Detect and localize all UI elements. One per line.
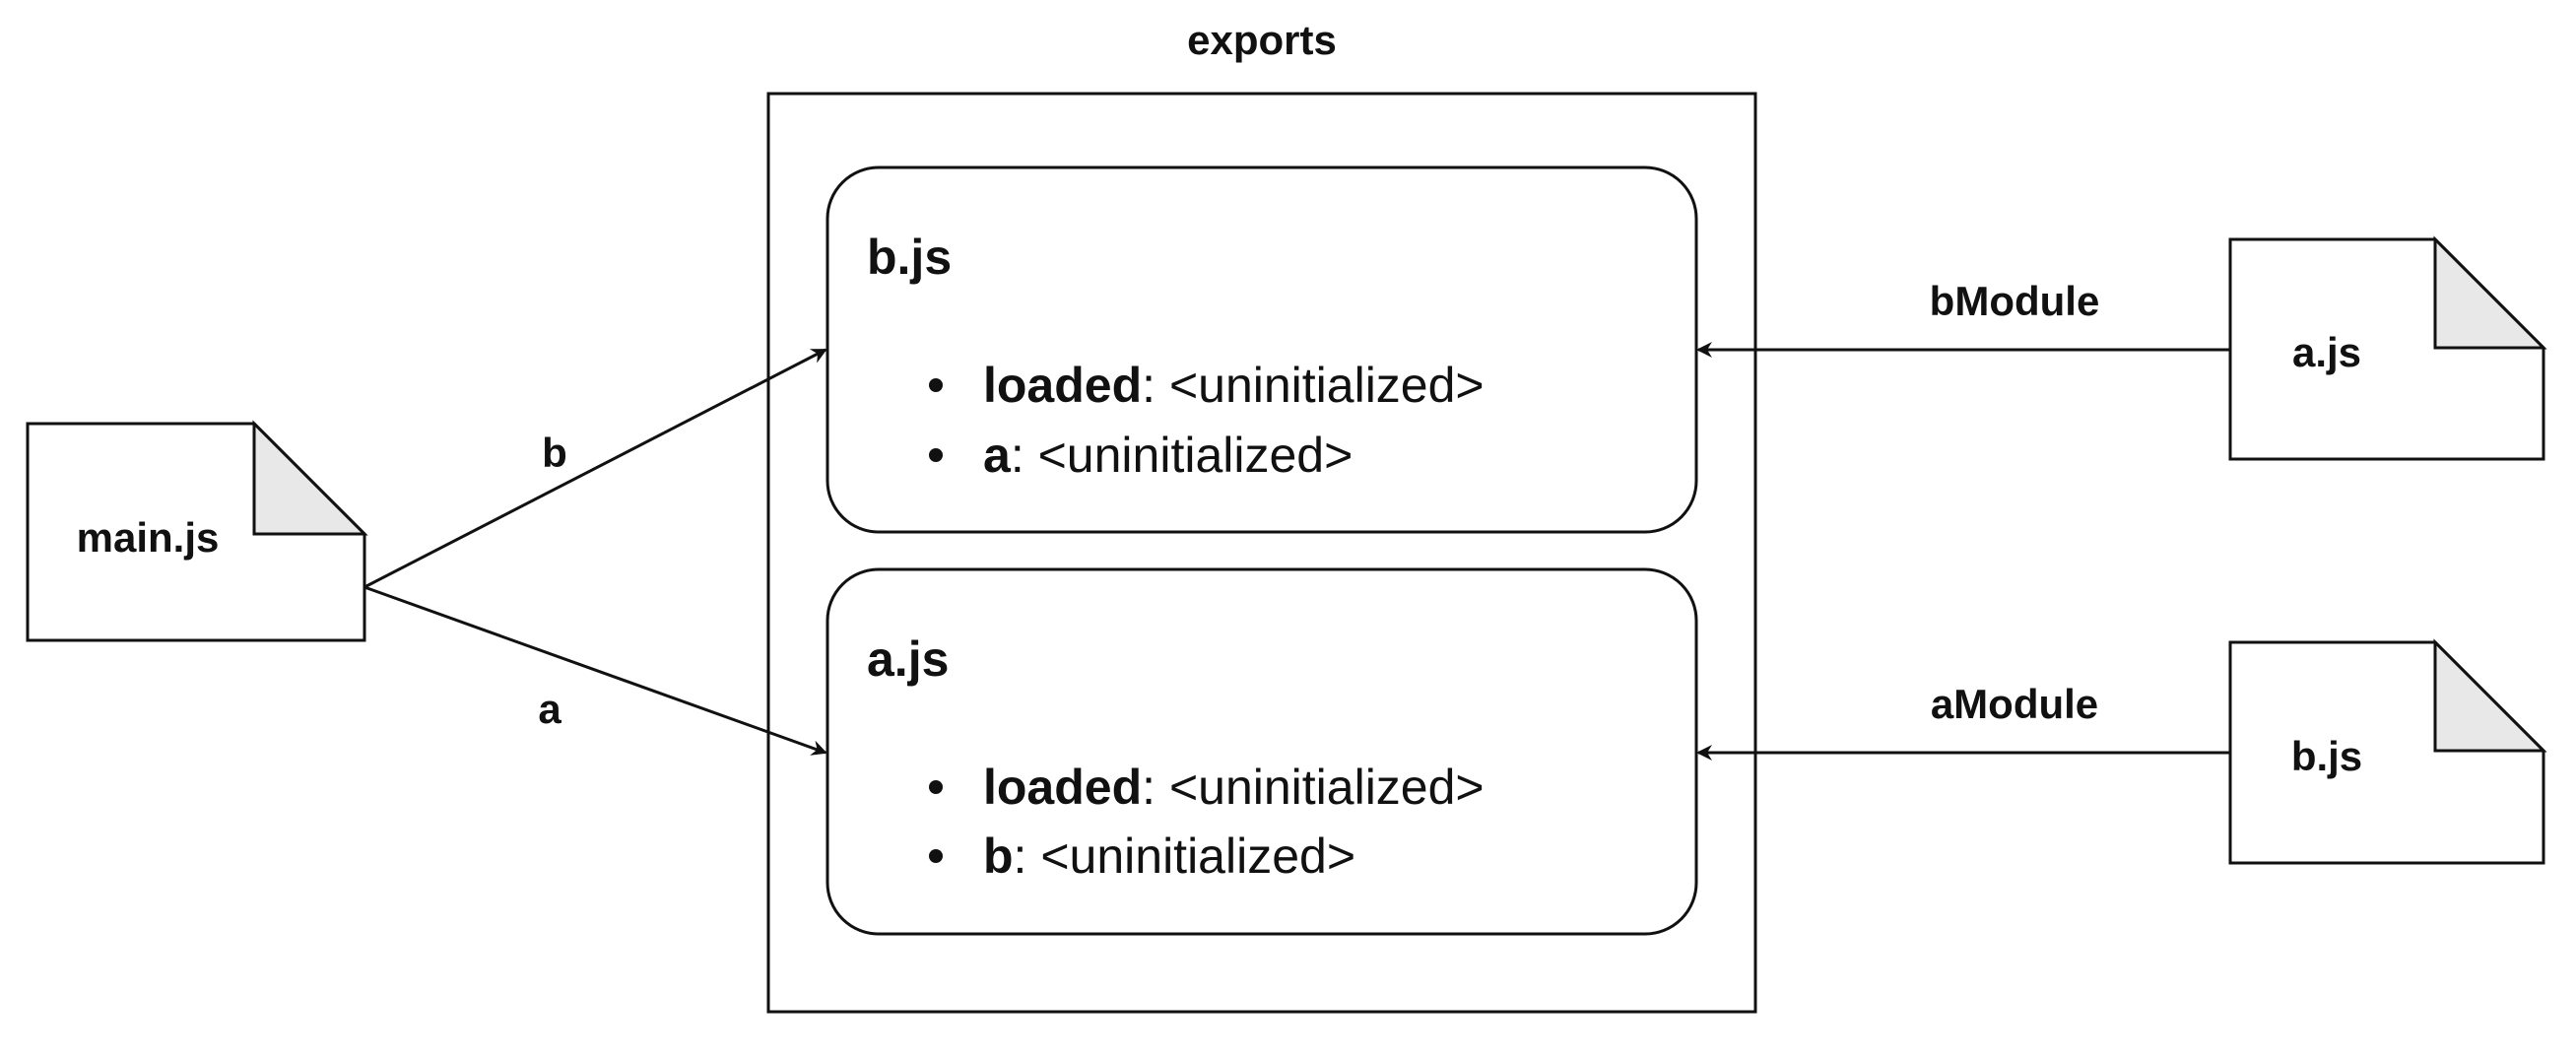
- exports-container: exports: [766, 17, 1757, 1014]
- bullet: [929, 378, 943, 392]
- prop-key: loaded: [983, 358, 1142, 413]
- module-a-prop-b: b: <uninitialized>: [983, 829, 1355, 884]
- document-fold: [2433, 235, 2547, 350]
- prop-key: loaded: [983, 760, 1142, 815]
- module-b-prop-loaded: loaded: <uninitialized>: [983, 358, 1485, 413]
- prop-key: a: [983, 428, 1012, 483]
- bullet: [929, 849, 943, 863]
- edge-bmodule: bModule: [1696, 278, 2230, 358]
- module-b-prop-a: a: <uninitialized>: [983, 428, 1353, 483]
- edge-main-to-b: b: [363, 348, 827, 589]
- edge-bmodule-label: bModule: [1930, 278, 2100, 324]
- document-b-ref-label: b.js: [2291, 733, 2362, 779]
- prop-value: <uninitialized>: [1169, 358, 1485, 413]
- document-b-ref-shape: [2228, 640, 2545, 865]
- prop-sep: :: [1011, 428, 1038, 483]
- edge-main-to-b-label: b: [542, 430, 567, 476]
- document-b-ref: b.js: [2228, 638, 2547, 865]
- prop-sep: :: [1142, 760, 1169, 815]
- document-fold: [252, 420, 368, 536]
- prop-sep: :: [1014, 829, 1041, 884]
- edge-main-to-a: a: [363, 585, 827, 756]
- document-a-ref-label: a.js: [2292, 329, 2361, 375]
- exports-box: [766, 92, 1757, 1014]
- module-box-a: a.js loaded: <uninitialized> b: <uniniti…: [826, 567, 1698, 936]
- exports-title: exports: [1187, 17, 1337, 63]
- prop-sep: :: [1142, 358, 1169, 413]
- edge-main-to-a-label: a: [538, 686, 561, 732]
- document-main-label: main.js: [77, 514, 220, 561]
- module-b-title: b.js: [867, 230, 952, 285]
- prop-value: <uninitialized>: [1169, 760, 1485, 815]
- module-box-b: b.js loaded: <uninitialized> a: <uniniti…: [826, 166, 1698, 534]
- bullet: [929, 448, 943, 462]
- prop-key: b: [983, 829, 1014, 884]
- module-a-title: a.js: [867, 631, 949, 687]
- document-a-ref: a.js: [2228, 235, 2547, 461]
- document-main: main.js: [26, 420, 368, 642]
- edge-main-to-b-line: [363, 348, 827, 589]
- prop-value: <uninitialized>: [1040, 829, 1355, 884]
- bullet: [929, 780, 943, 794]
- module-a-prop-loaded: loaded: <uninitialized>: [983, 760, 1485, 815]
- edge-amodule-label: aModule: [1931, 681, 2098, 727]
- document-fold: [2433, 638, 2547, 753]
- prop-value: <uninitialized>: [1038, 428, 1354, 483]
- edge-main-to-a-line: [363, 585, 827, 756]
- edge-amodule: aModule: [1696, 681, 2230, 761]
